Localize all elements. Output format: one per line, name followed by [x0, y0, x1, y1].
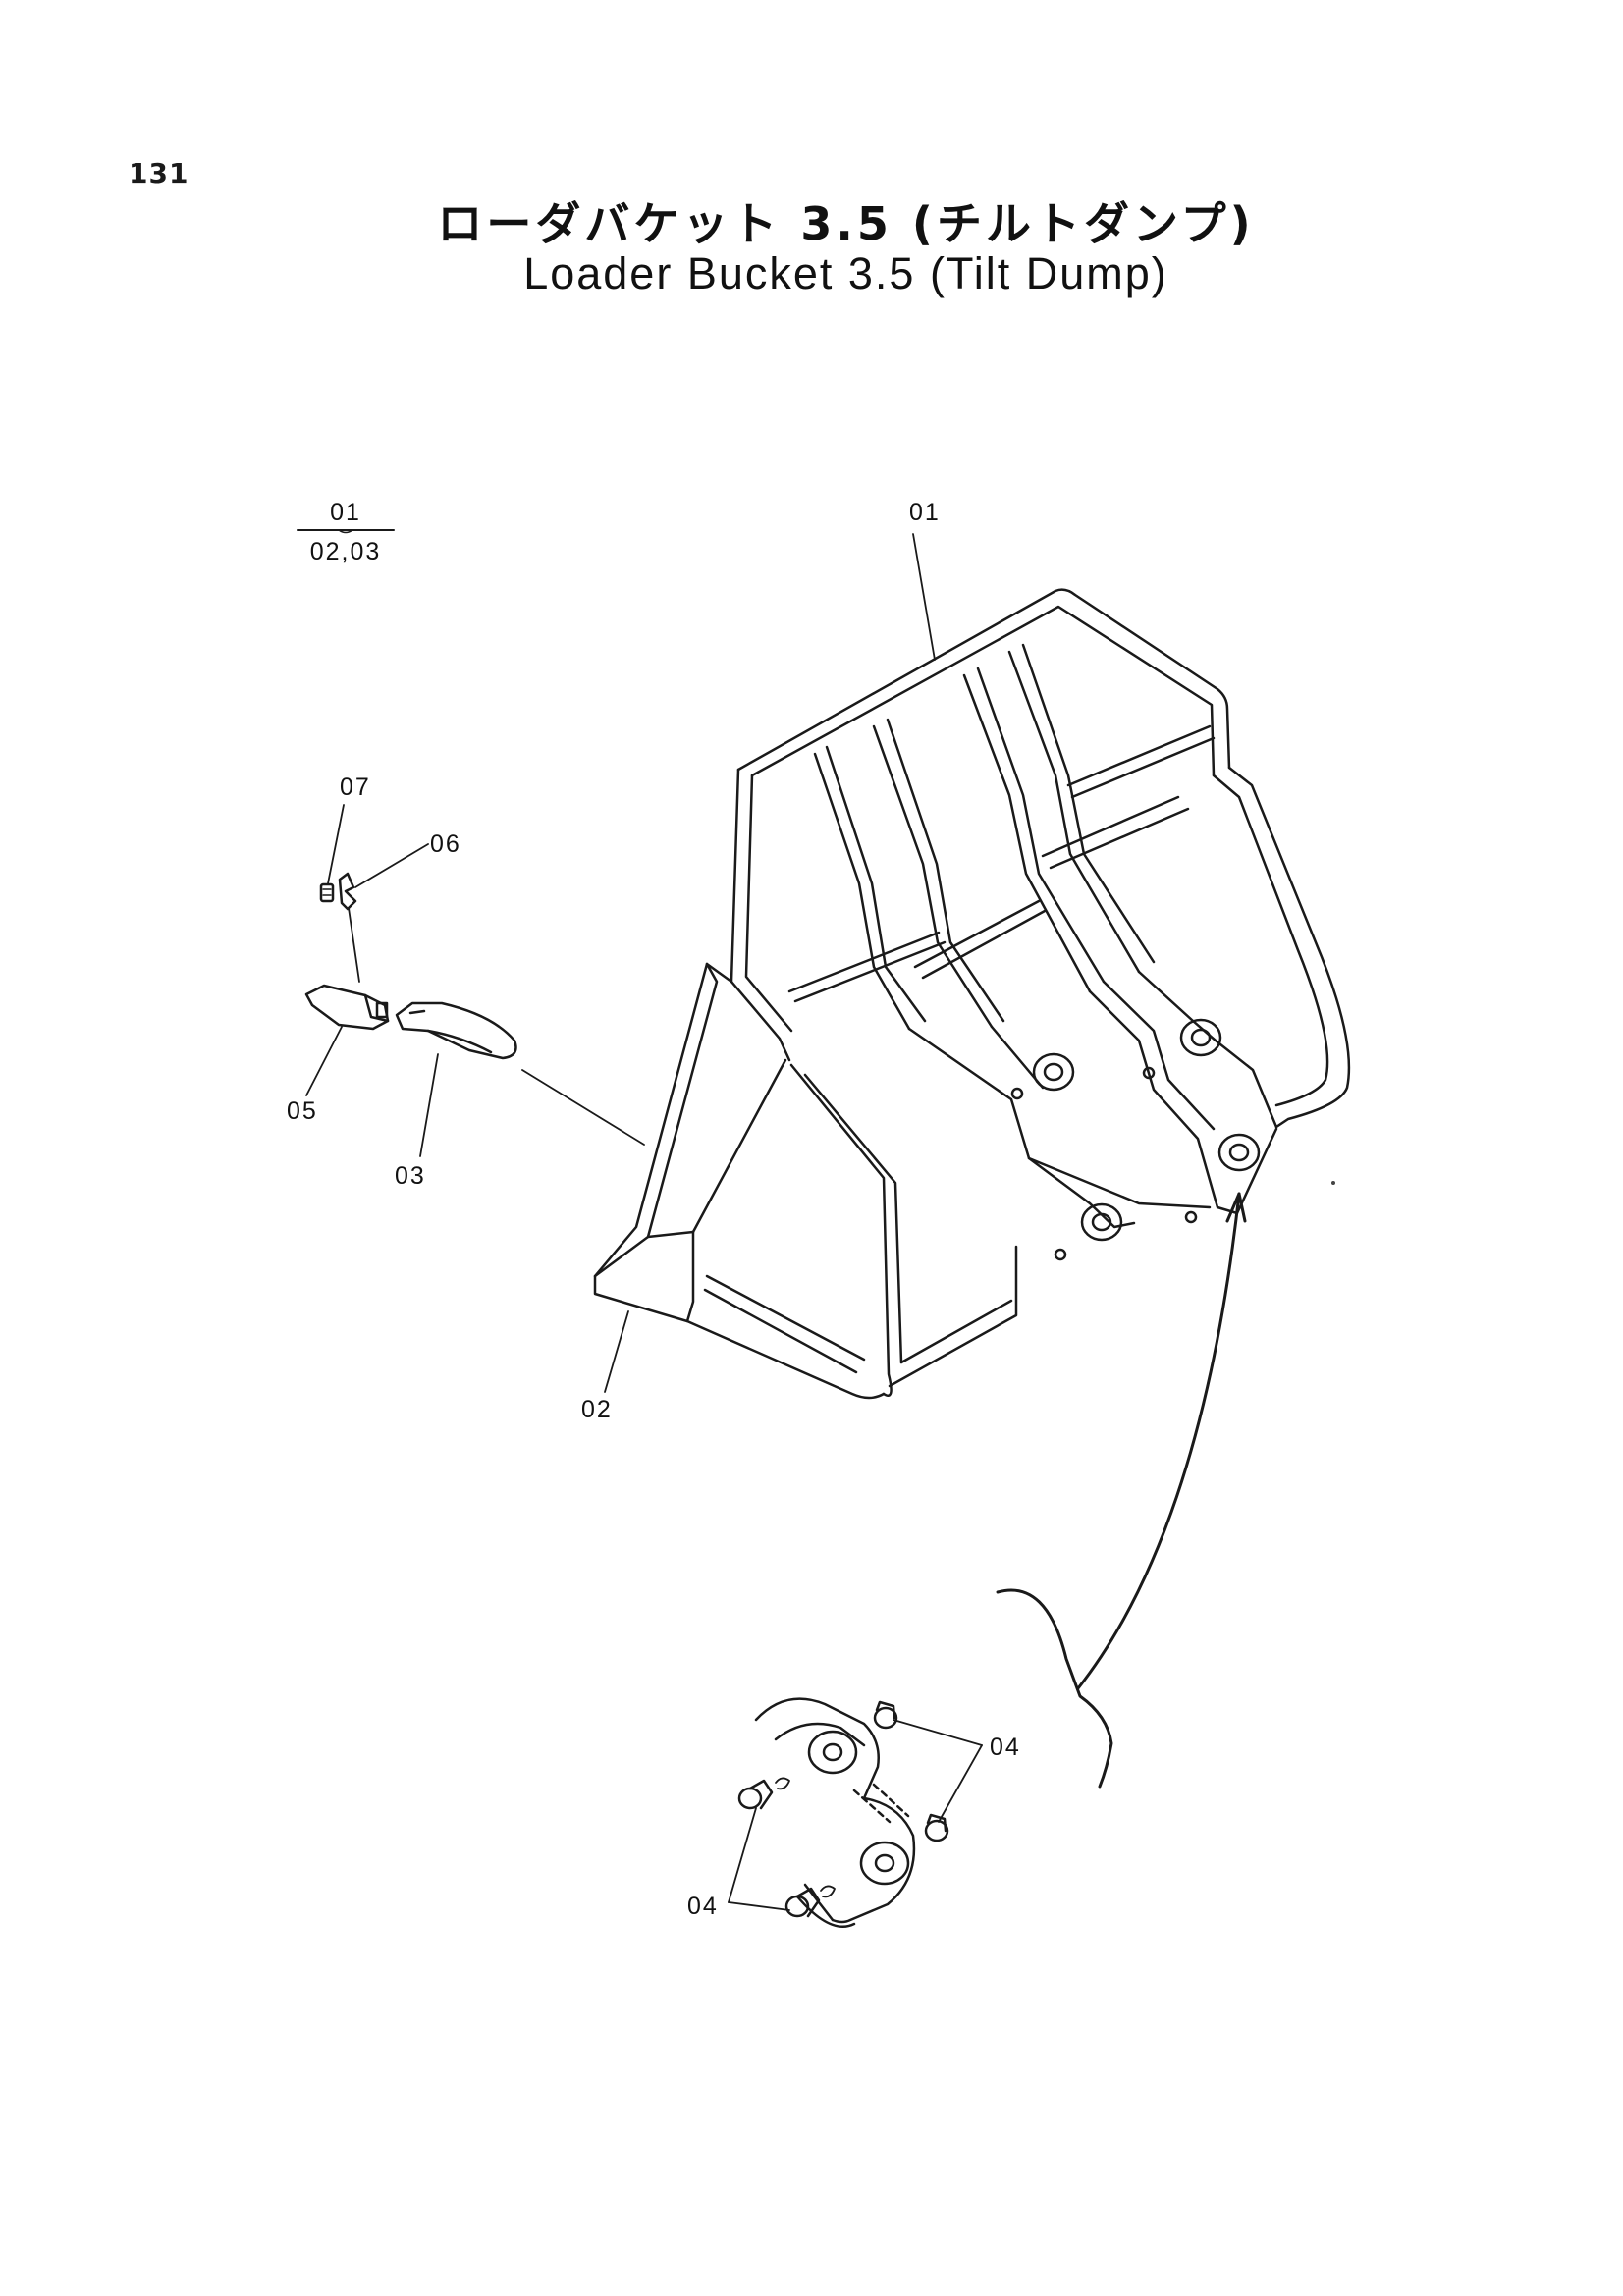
assembly-line-tooth: [521, 1069, 645, 1146]
callout-03: 03: [395, 1162, 426, 1190]
callout-07: 07: [340, 774, 371, 801]
leader-01: [912, 533, 936, 661]
bucket-tooth-03: [395, 1001, 517, 1060]
legend-top: 01: [330, 499, 361, 526]
lock-pin-06: [338, 872, 357, 911]
callout-04-upper: 04: [990, 1734, 1021, 1761]
callout-04-lower: 04: [687, 1893, 719, 1920]
tooth-adapter-05: [304, 984, 390, 1031]
assembly-legend: 01 02,03: [297, 499, 395, 565]
page-number: 131: [129, 157, 189, 189]
pin-rubber-07: [319, 882, 335, 903]
title-english: Loader Bucket 3.5 (Tilt Dump): [523, 248, 1168, 298]
scan-speck: [1331, 1181, 1335, 1185]
bushing-detail-view: 04 04: [687, 1192, 1247, 1929]
callout-01: 01: [909, 499, 941, 526]
callout-05: 05: [287, 1097, 318, 1125]
assembly-line-06-05: [348, 907, 360, 983]
title-japanese: ローダバケット 3.5 (チルトダンプ): [437, 197, 1255, 250]
callout-06: 06: [430, 830, 461, 858]
legend-bottom: 02,03: [310, 538, 382, 565]
callout-02: 02: [581, 1396, 613, 1423]
bucket-body: [593, 588, 1351, 1400]
